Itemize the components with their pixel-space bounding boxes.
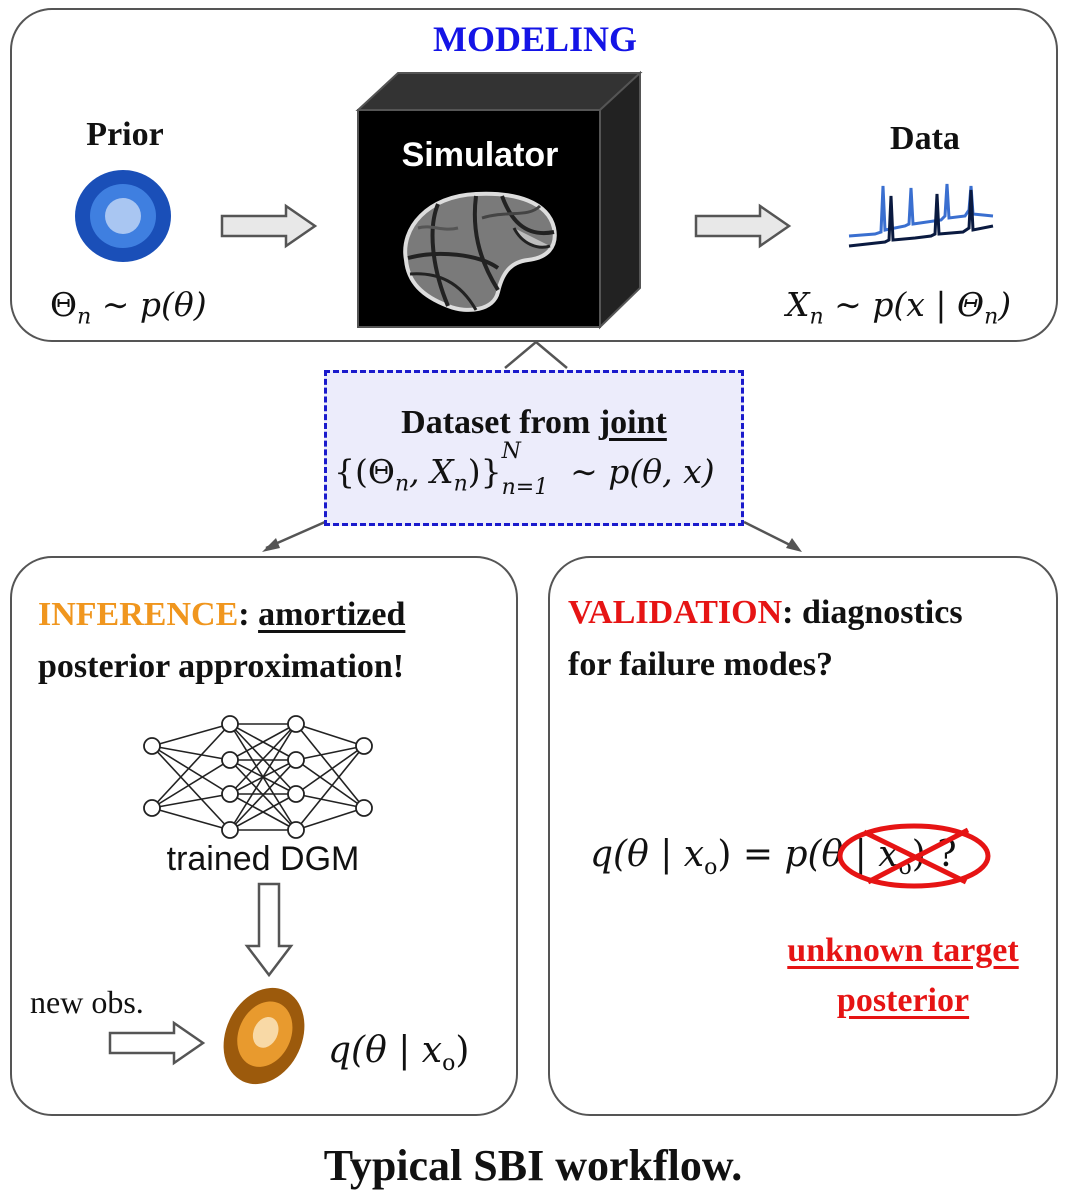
new-obs-label: new obs. bbox=[30, 984, 144, 1020]
dataset-title-emphasis: joint bbox=[598, 404, 667, 441]
validation-heading: VALIDATION: diagnostics bbox=[568, 594, 963, 631]
posterior-formula: q(θ | xo) bbox=[328, 1030, 470, 1077]
arrow-right-icon bbox=[694, 203, 792, 249]
inference-heading-line2: posterior approximation! bbox=[38, 648, 405, 685]
simulator-label: Simulator bbox=[401, 136, 559, 174]
network-label: trained DGM bbox=[166, 840, 360, 878]
spike-trace-icon bbox=[848, 183, 994, 248]
prior-formula: Θn ∼ p(θ) bbox=[50, 285, 207, 330]
data-formula: Xn ∼ p(x | Θn) bbox=[786, 285, 1012, 330]
posterior-distribution-icon bbox=[223, 987, 305, 1085]
data-label: Data bbox=[890, 120, 960, 157]
prior-distribution-icon bbox=[75, 170, 171, 262]
unknown-target-line2: posterior bbox=[836, 982, 970, 1019]
validation-heading-line2: for failure modes? bbox=[568, 646, 834, 683]
crossed-out-icon bbox=[837, 823, 991, 889]
brain-icon bbox=[403, 191, 557, 312]
arrow-right-icon bbox=[220, 203, 318, 249]
inference-heading: INFERENCE: amortized bbox=[38, 596, 406, 633]
dataset-title: Dataset from joint bbox=[401, 404, 667, 441]
arrow-down-icon bbox=[244, 882, 294, 978]
connector-lines bbox=[262, 340, 802, 552]
inference-title: INFERENCE bbox=[38, 596, 239, 633]
modeling-title: MODELING bbox=[432, 19, 637, 59]
validation-title: VALIDATION bbox=[568, 594, 783, 631]
figure-caption: Typical SBI workflow. bbox=[323, 1141, 743, 1190]
dataset-box bbox=[324, 370, 744, 526]
unknown-target-line1: unknown target bbox=[787, 932, 1019, 969]
arrow-right-icon bbox=[108, 1020, 206, 1066]
neural-network-icon bbox=[143, 715, 373, 839]
prior-label: Prior bbox=[86, 116, 164, 153]
